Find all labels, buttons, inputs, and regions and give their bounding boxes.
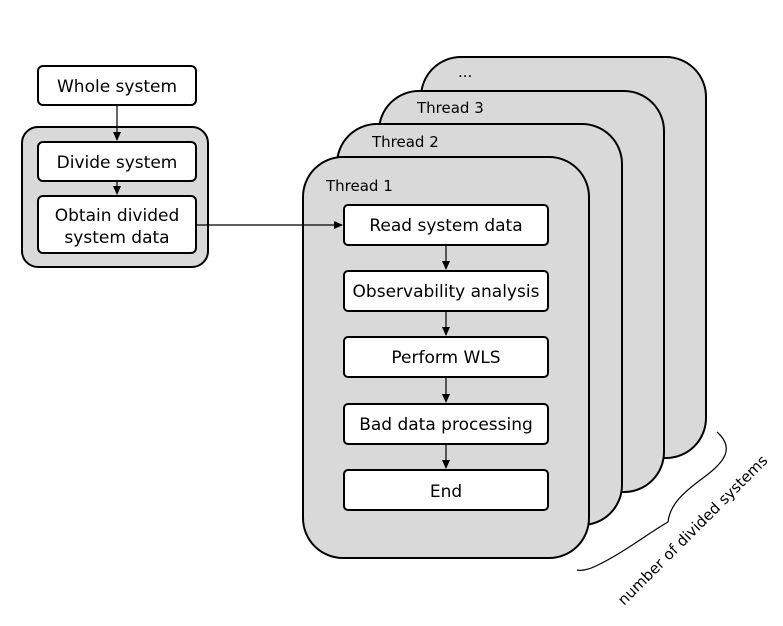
step-bad-data-processing-text: Bad data processing bbox=[359, 415, 533, 435]
thread-1-label: Thread 1 bbox=[325, 177, 393, 195]
divide-system-text: Divide system bbox=[57, 153, 178, 173]
obtain-divided-text-line1: Obtain divided bbox=[55, 206, 180, 226]
step-end-text: End bbox=[430, 482, 462, 502]
obtain-divided-text-line2: system data bbox=[64, 228, 169, 248]
curly-brace bbox=[576, 431, 727, 571]
step-perform-wls-text: Perform WLS bbox=[391, 348, 500, 368]
thread-3-label: Thread 3 bbox=[416, 99, 484, 117]
thread-more-label: ... bbox=[458, 63, 472, 81]
step-end-box bbox=[343, 469, 549, 511]
step-read-system-data-text: Read system data bbox=[369, 216, 522, 236]
whole-system-text: Whole system bbox=[57, 77, 177, 97]
thread-2-label: Thread 2 bbox=[371, 133, 439, 151]
step-observability-analysis-text: Observability analysis bbox=[353, 282, 540, 302]
